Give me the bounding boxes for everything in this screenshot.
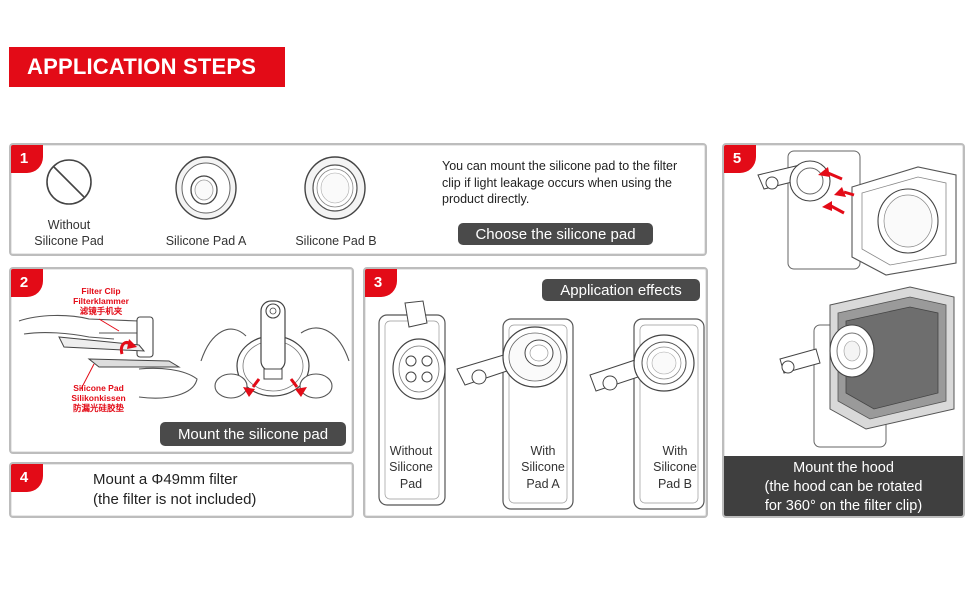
- filter-clip-label: Filter Clip Filterklammer 滤镜手机夹: [73, 286, 129, 317]
- option-pad-b-label: Silicone Pad B: [295, 234, 377, 248]
- step-2-badge: 2: [11, 269, 43, 297]
- mount-hood-caption: Mount the hood (the hood can be rotated …: [724, 456, 963, 516]
- hood-attach-illustration: [757, 150, 957, 276]
- phone-without-pad-illustration: [378, 300, 446, 506]
- step-2-panel: 2 Filter Clip Filterklammer 滤镜手机夹 Silico…: [9, 267, 354, 454]
- step-4-line-2: (the filter is not included): [93, 491, 257, 508]
- silicone-pad-b-icon: [304, 156, 366, 220]
- silicone-pad-label: Silicone Pad Silikonkissen 防漏光硅胶垫: [71, 383, 126, 414]
- step-4-line-1: Mount a Φ49mm filter: [93, 471, 238, 488]
- choose-pad-button[interactable]: Choose the silicone pad: [458, 223, 653, 245]
- step-4-panel: 4 Mount a Φ49mm filter (the filter is no…: [9, 462, 354, 518]
- page-title: APPLICATION STEPS: [9, 47, 285, 87]
- phone-with-pad-b-illustration: [589, 318, 705, 510]
- phone-with-pad-a-illustration: [456, 318, 574, 510]
- mount-pad-button[interactable]: Mount the silicone pad: [160, 422, 346, 446]
- step-1-panel: 1 Without Silicone Pad Silicone Pad A Si…: [9, 143, 707, 256]
- step-1-note: You can mount the silicone pad to the fi…: [442, 159, 678, 206]
- silicone-pad-a-icon: [175, 156, 237, 220]
- page-title-text: APPLICATION STEPS: [27, 54, 257, 79]
- clip-with-pad-illustration: [200, 300, 350, 399]
- option-without-pad-label: Without Silicone Pad: [34, 218, 104, 249]
- step-4-badge: 4: [11, 464, 43, 492]
- step-3-panel: 3 Application effects Without Silicone P…: [363, 267, 708, 518]
- effect-pad-b-label: With Silicone Pad B: [653, 444, 697, 491]
- effect-without-pad-label: Without Silicone Pad: [389, 444, 433, 491]
- step-1-badge: 1: [11, 145, 43, 173]
- step-3-badge: 3: [365, 269, 397, 297]
- step-5-badge: 5: [724, 145, 756, 173]
- option-pad-a-label: Silicone Pad A: [165, 234, 247, 248]
- step-5-panel: 5 Mount the hood (the hood can be rotate…: [722, 143, 965, 518]
- application-effects-button[interactable]: Application effects: [542, 279, 700, 301]
- hands-mounting-pad-illustration: [18, 314, 198, 399]
- effect-pad-a-label: With Silicone Pad A: [521, 444, 565, 491]
- hood-mounted-illustration: [779, 286, 955, 448]
- no-pad-icon: [46, 159, 92, 205]
